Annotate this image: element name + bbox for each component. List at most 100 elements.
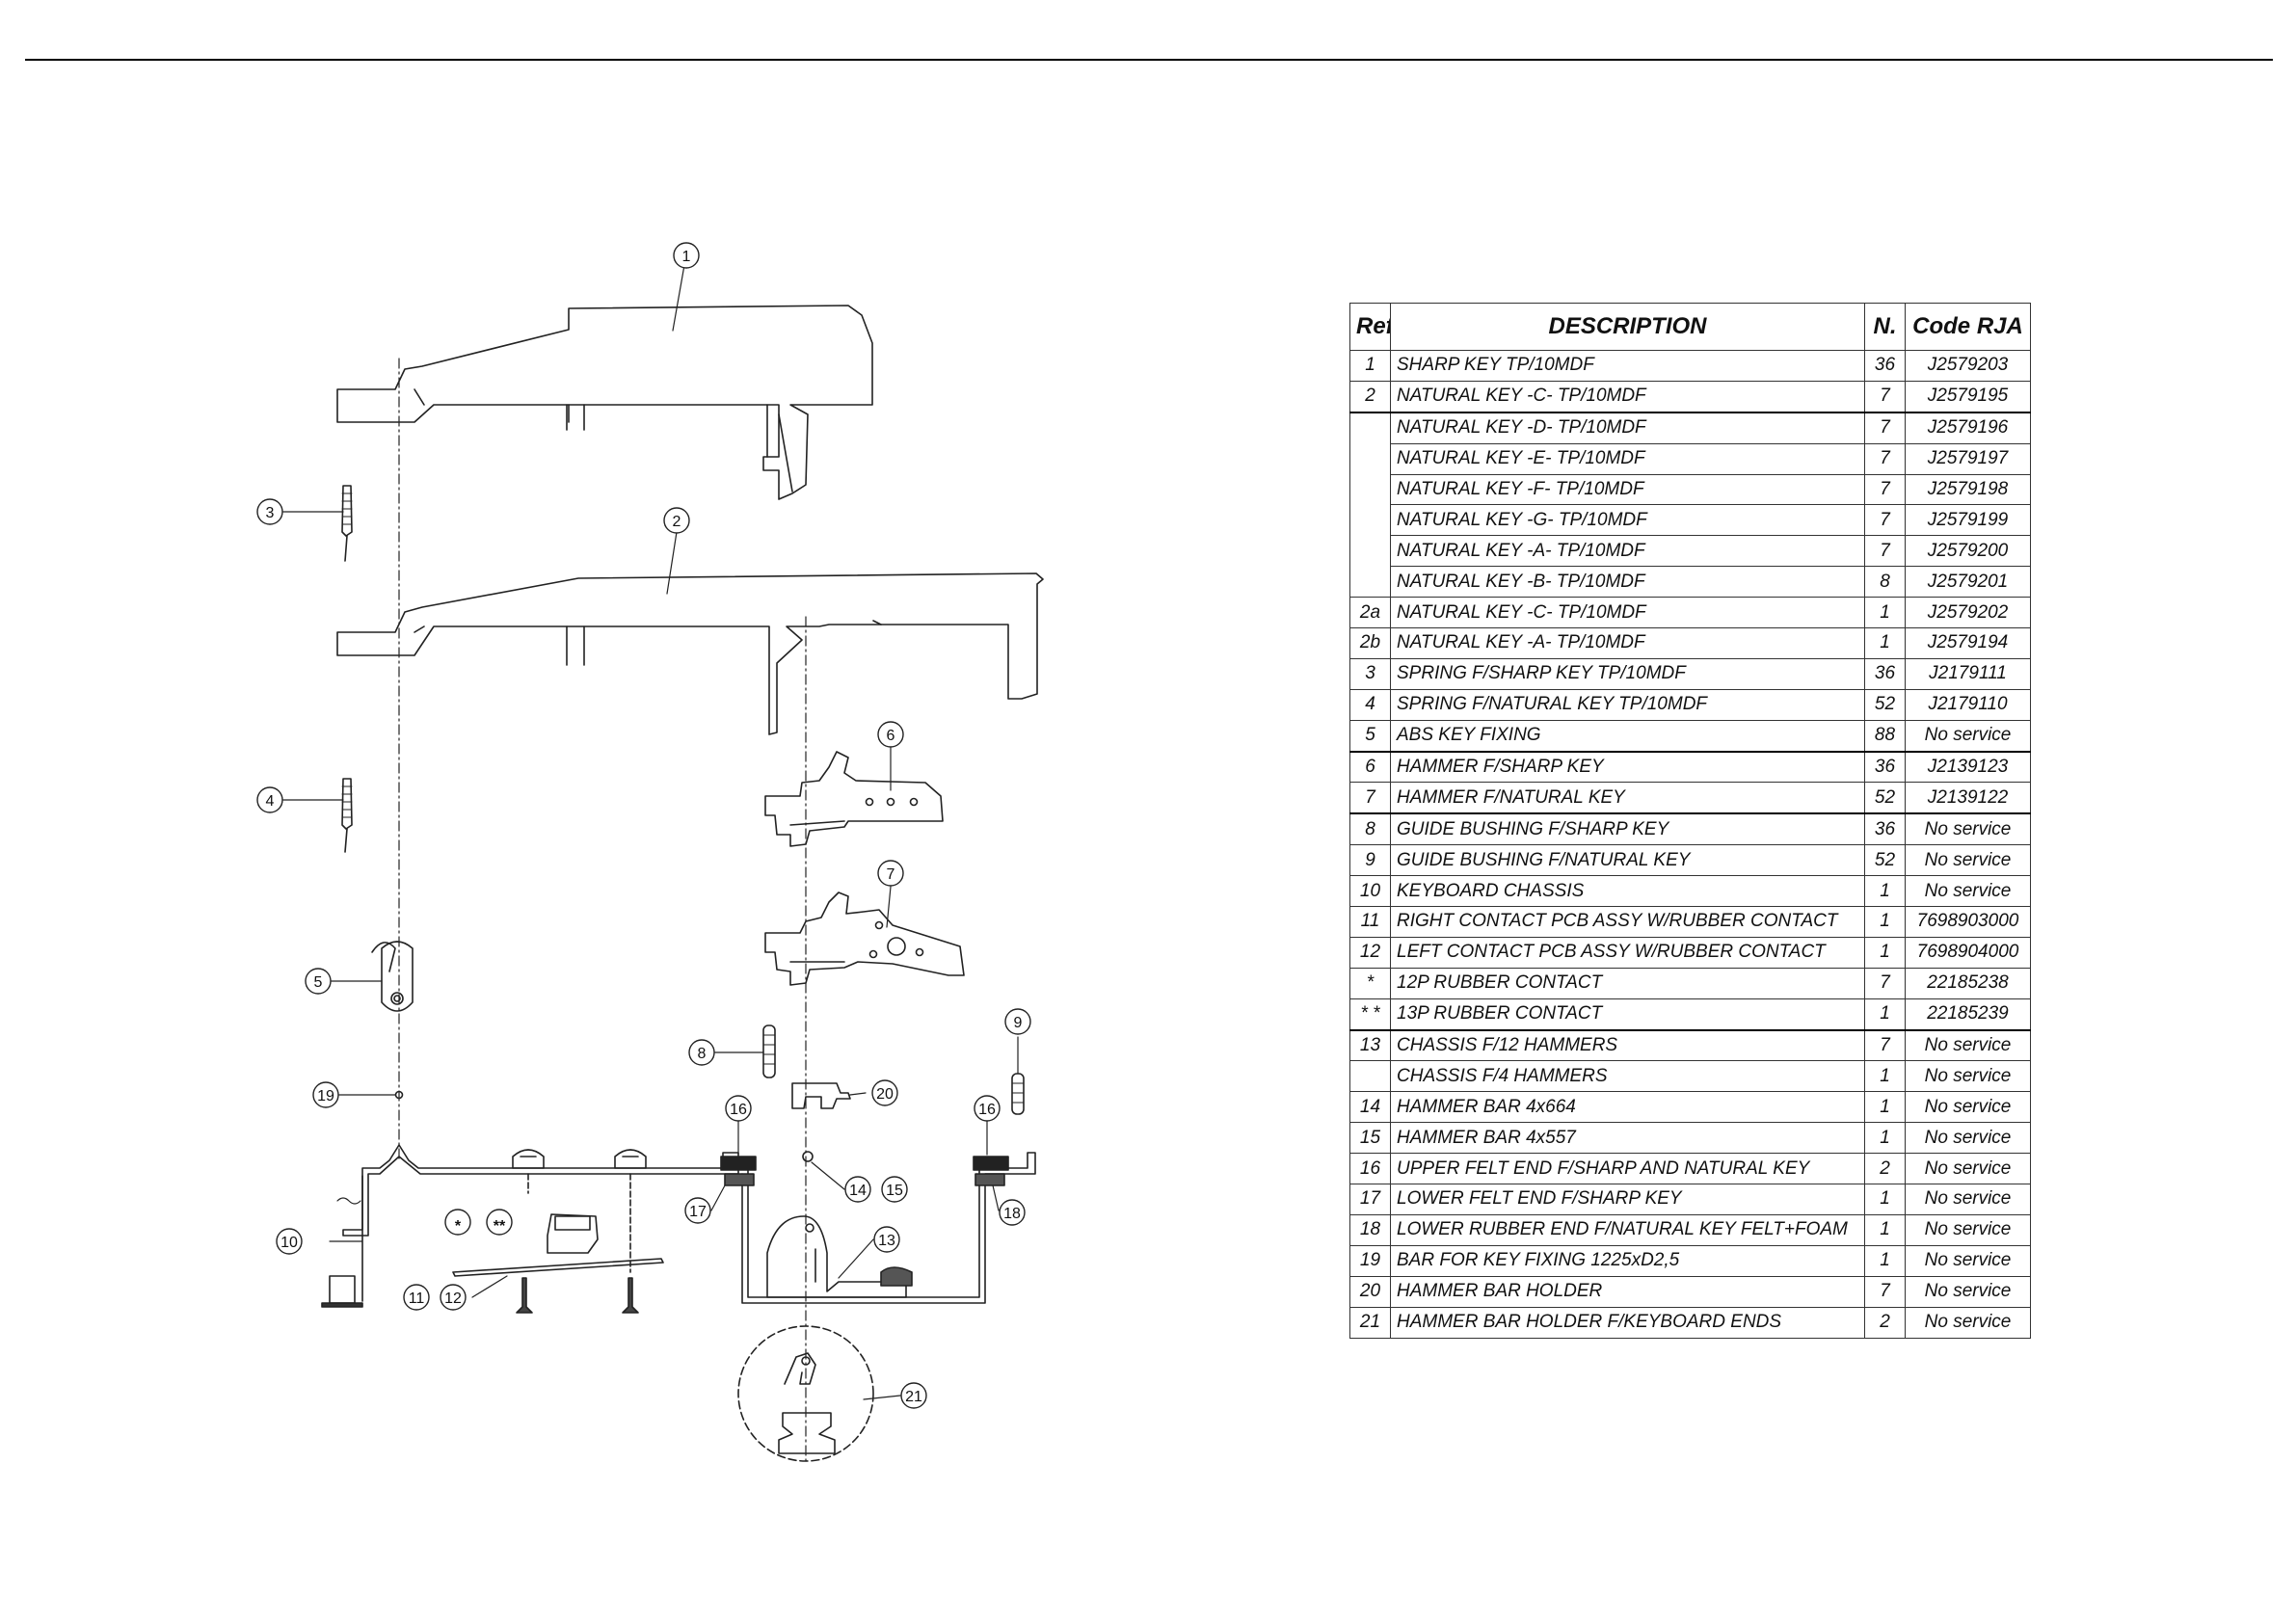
cell-description: BAR FOR KEY FIXING 1225xD2,5 <box>1390 1244 1865 1277</box>
cell-code: J2579195 <box>1905 380 2031 413</box>
cell-qty: 36 <box>1864 750 1906 784</box>
chassis-bosses <box>512 1149 647 1273</box>
cell-qty: 1 <box>1864 1060 1906 1093</box>
callout-17: 16 <box>974 1095 1001 1122</box>
cell-ref: 5 <box>1349 719 1391 753</box>
callout-5: 5 <box>305 968 332 995</box>
header-code: Code RJA <box>1905 303 2031 351</box>
hammer-sharp-key-part <box>764 751 944 847</box>
cell-code: No service <box>1905 812 2031 846</box>
cell-description: KEYBOARD CHASSIS <box>1390 875 1865 908</box>
callout-label: 10 <box>280 1235 298 1251</box>
cell-code: J2139123 <box>1905 750 2031 784</box>
cell-description: NATURAL KEY -E- TP/10MDF <box>1390 442 1865 475</box>
cell-qty: 52 <box>1864 844 1906 877</box>
cell-description: HAMMER BAR HOLDER <box>1390 1275 1865 1308</box>
cell-qty: 8 <box>1864 566 1906 599</box>
callout-14: 14 <box>844 1176 871 1203</box>
cell-ref: 10 <box>1349 875 1391 908</box>
cell-code: No service <box>1905 1122 2031 1155</box>
cell-description: 12P RUBBER CONTACT <box>1390 967 1865 999</box>
cell-description: NATURAL KEY -A- TP/10MDF <box>1390 535 1865 568</box>
cell-ref <box>1349 411 1391 444</box>
callout-4: 4 <box>256 786 283 813</box>
callout-15: 15 <box>881 1176 908 1203</box>
callout-22: 21 <box>900 1382 927 1409</box>
cell-code: J2579194 <box>1905 627 2031 659</box>
callout-label: 6 <box>887 728 895 744</box>
cell-code: No service <box>1905 1060 2031 1093</box>
cell-code: No service <box>1905 844 2031 877</box>
callout-label: 13 <box>878 1233 895 1249</box>
cell-qty: 7 <box>1864 473 1906 506</box>
callout-label: 12 <box>444 1290 462 1307</box>
cell-code: 22185239 <box>1905 998 2031 1031</box>
cell-description: HAMMER BAR 4x557 <box>1390 1122 1865 1155</box>
callout-label: ** <box>494 1218 506 1235</box>
cell-description: NATURAL KEY -C- TP/10MDF <box>1390 597 1865 629</box>
cell-qty: 36 <box>1864 812 1906 846</box>
cell-description: HAMMER BAR 4x664 <box>1390 1091 1865 1124</box>
cell-code: J2179110 <box>1905 688 2031 721</box>
cell-qty: 1 <box>1864 1213 1906 1246</box>
header-qty: N. <box>1864 303 1906 351</box>
callout-13: 13 <box>873 1226 900 1253</box>
cell-qty: 7 <box>1864 1275 1906 1308</box>
cell-code: J2579196 <box>1905 411 2031 444</box>
cell-description: LOWER RUBBER END F/NATURAL KEY FELT+FOAM <box>1390 1213 1865 1246</box>
cell-description: NATURAL KEY -G- TP/10MDF <box>1390 504 1865 537</box>
leader-lines <box>282 264 1019 1400</box>
cell-code: No service <box>1905 1153 2031 1185</box>
callout-label: * <box>455 1218 462 1235</box>
cell-ref: 1 <box>1349 350 1391 382</box>
cell-qty: 2 <box>1864 1306 1906 1339</box>
callout-19: 18 <box>999 1199 1026 1226</box>
keyboard-end-holder-detail <box>737 1325 874 1462</box>
cell-code: No service <box>1905 1184 2031 1215</box>
cell-description: LOWER FELT END F/SHARP KEY <box>1390 1184 1865 1215</box>
cell-qty: 52 <box>1864 688 1906 721</box>
cell-qty: 1 <box>1864 906 1906 938</box>
cell-qty: 7 <box>1864 967 1906 999</box>
callout-8: 8 <box>688 1039 715 1066</box>
cell-description: NATURAL KEY -C- TP/10MDF <box>1390 380 1865 413</box>
callout-label: 8 <box>698 1046 707 1062</box>
cell-ref: 6 <box>1349 750 1391 784</box>
cell-qty: 1 <box>1864 998 1906 1031</box>
cell-code: No service <box>1905 1275 2031 1308</box>
cell-ref: 2 <box>1349 380 1391 413</box>
cell-code: J2579197 <box>1905 442 2031 475</box>
hammer-bar <box>802 1151 814 1162</box>
cell-code: 7698904000 <box>1905 936 2031 969</box>
key-fixing-part <box>371 941 414 1012</box>
callout-9: 9 <box>1004 1008 1031 1035</box>
callout-label: 1 <box>682 249 691 265</box>
callout-label: 18 <box>1003 1206 1021 1222</box>
cell-qty: 88 <box>1864 719 1906 753</box>
cell-qty: 7 <box>1864 380 1906 413</box>
cell-description: NATURAL KEY -F- TP/10MDF <box>1390 473 1865 506</box>
cell-description: NATURAL KEY -B- TP/10MDF <box>1390 566 1865 599</box>
contact-pcb-part <box>452 1213 664 1277</box>
spring-sharp-key-part <box>341 485 353 562</box>
callout-7: 7 <box>877 860 904 887</box>
cell-qty: 1 <box>1864 627 1906 659</box>
spring-natural-key-part <box>341 778 353 853</box>
screws <box>516 1277 639 1314</box>
callout-18: 17 <box>684 1197 711 1224</box>
cell-qty: 7 <box>1864 504 1906 537</box>
natural-key-part <box>336 572 1044 735</box>
